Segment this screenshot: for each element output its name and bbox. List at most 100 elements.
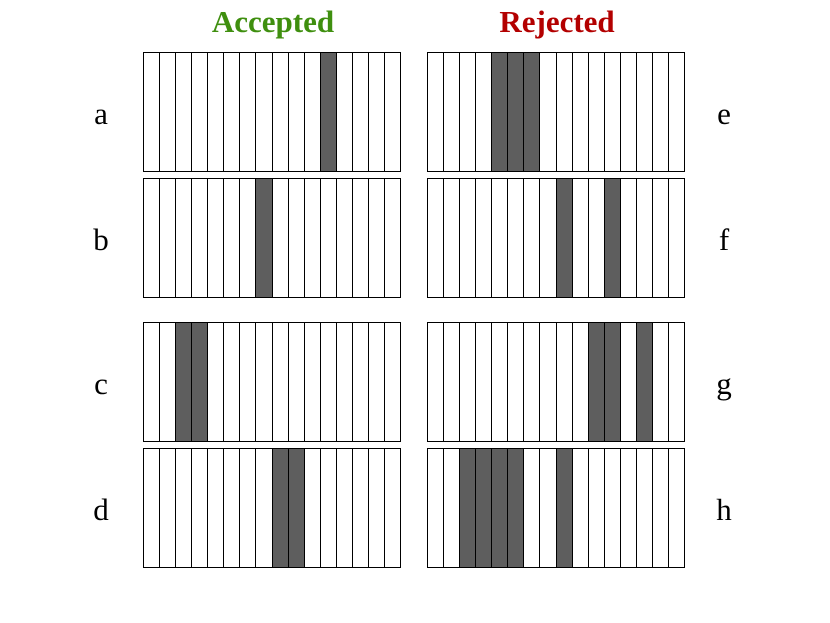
cell — [460, 53, 477, 171]
cell — [668, 53, 684, 171]
cell — [492, 323, 509, 441]
cell — [524, 179, 541, 297]
filled-cell — [604, 179, 621, 297]
filled-cell — [508, 449, 525, 567]
filled-cell — [636, 323, 653, 441]
cell — [636, 449, 653, 567]
cell — [428, 53, 445, 171]
filled-cell — [320, 53, 337, 171]
cell — [224, 179, 241, 297]
strip-g — [427, 322, 685, 442]
cell — [368, 179, 385, 297]
cell — [588, 179, 605, 297]
filled-cell — [524, 53, 541, 171]
cell — [460, 179, 477, 297]
cell — [540, 179, 557, 297]
strip-h — [427, 448, 685, 568]
cell — [476, 323, 493, 441]
cell — [240, 179, 257, 297]
cell — [588, 449, 605, 567]
filled-cell — [272, 449, 289, 567]
cell — [304, 449, 321, 567]
rejected-header: Rejected — [499, 4, 615, 39]
cell — [556, 53, 573, 171]
cell — [272, 53, 289, 171]
cell — [652, 323, 669, 441]
cell — [160, 449, 177, 567]
strip-label-b: b — [93, 222, 109, 257]
cell — [444, 449, 461, 567]
cell — [320, 323, 337, 441]
cell — [208, 53, 225, 171]
cell — [208, 449, 225, 567]
cell — [224, 323, 241, 441]
cell — [556, 323, 573, 441]
cell — [272, 323, 289, 441]
cell — [444, 53, 461, 171]
cell — [192, 449, 209, 567]
cell — [352, 53, 369, 171]
filled-cell — [588, 323, 605, 441]
cell — [240, 449, 257, 567]
cell — [508, 179, 525, 297]
strip-label-c: c — [94, 366, 108, 401]
filled-cell — [492, 53, 509, 171]
strip-e — [427, 52, 685, 172]
cell — [476, 53, 493, 171]
cell — [572, 323, 589, 441]
cell — [336, 449, 353, 567]
filled-cell — [176, 323, 193, 441]
strip-label-a: a — [94, 96, 108, 131]
cell — [352, 179, 369, 297]
cell — [476, 179, 493, 297]
cell — [652, 179, 669, 297]
cell — [384, 323, 400, 441]
strip-d — [143, 448, 401, 568]
cell — [652, 449, 669, 567]
cell — [160, 179, 177, 297]
cell — [620, 53, 637, 171]
cell — [620, 449, 637, 567]
cell — [620, 179, 637, 297]
filled-cell — [604, 323, 621, 441]
cell — [336, 323, 353, 441]
cell — [444, 323, 461, 441]
cell — [524, 323, 541, 441]
cell — [540, 323, 557, 441]
strip-label-e: e — [717, 96, 731, 131]
cell — [160, 323, 177, 441]
cell — [160, 53, 177, 171]
cell — [288, 323, 305, 441]
cell — [272, 179, 289, 297]
cell — [368, 323, 385, 441]
cell — [208, 179, 225, 297]
strip-label-h: h — [716, 492, 732, 527]
filled-cell — [556, 449, 573, 567]
cell — [336, 53, 353, 171]
cell — [288, 53, 305, 171]
cell — [176, 449, 193, 567]
filled-cell — [192, 323, 209, 441]
cell — [604, 53, 621, 171]
cell — [336, 179, 353, 297]
cell — [460, 323, 477, 441]
cell — [144, 323, 161, 441]
cell — [352, 449, 369, 567]
filled-cell — [476, 449, 493, 567]
strip-label-d: d — [93, 492, 109, 527]
cell — [144, 53, 161, 171]
cell — [224, 53, 241, 171]
cell — [428, 179, 445, 297]
cell — [208, 323, 225, 441]
cell — [428, 323, 445, 441]
cell — [572, 53, 589, 171]
cell — [384, 179, 400, 297]
cell — [636, 53, 653, 171]
cell — [540, 53, 557, 171]
cell — [352, 323, 369, 441]
cell — [304, 179, 321, 297]
cell — [636, 179, 653, 297]
cell — [620, 323, 637, 441]
cell — [652, 53, 669, 171]
cell — [668, 323, 684, 441]
